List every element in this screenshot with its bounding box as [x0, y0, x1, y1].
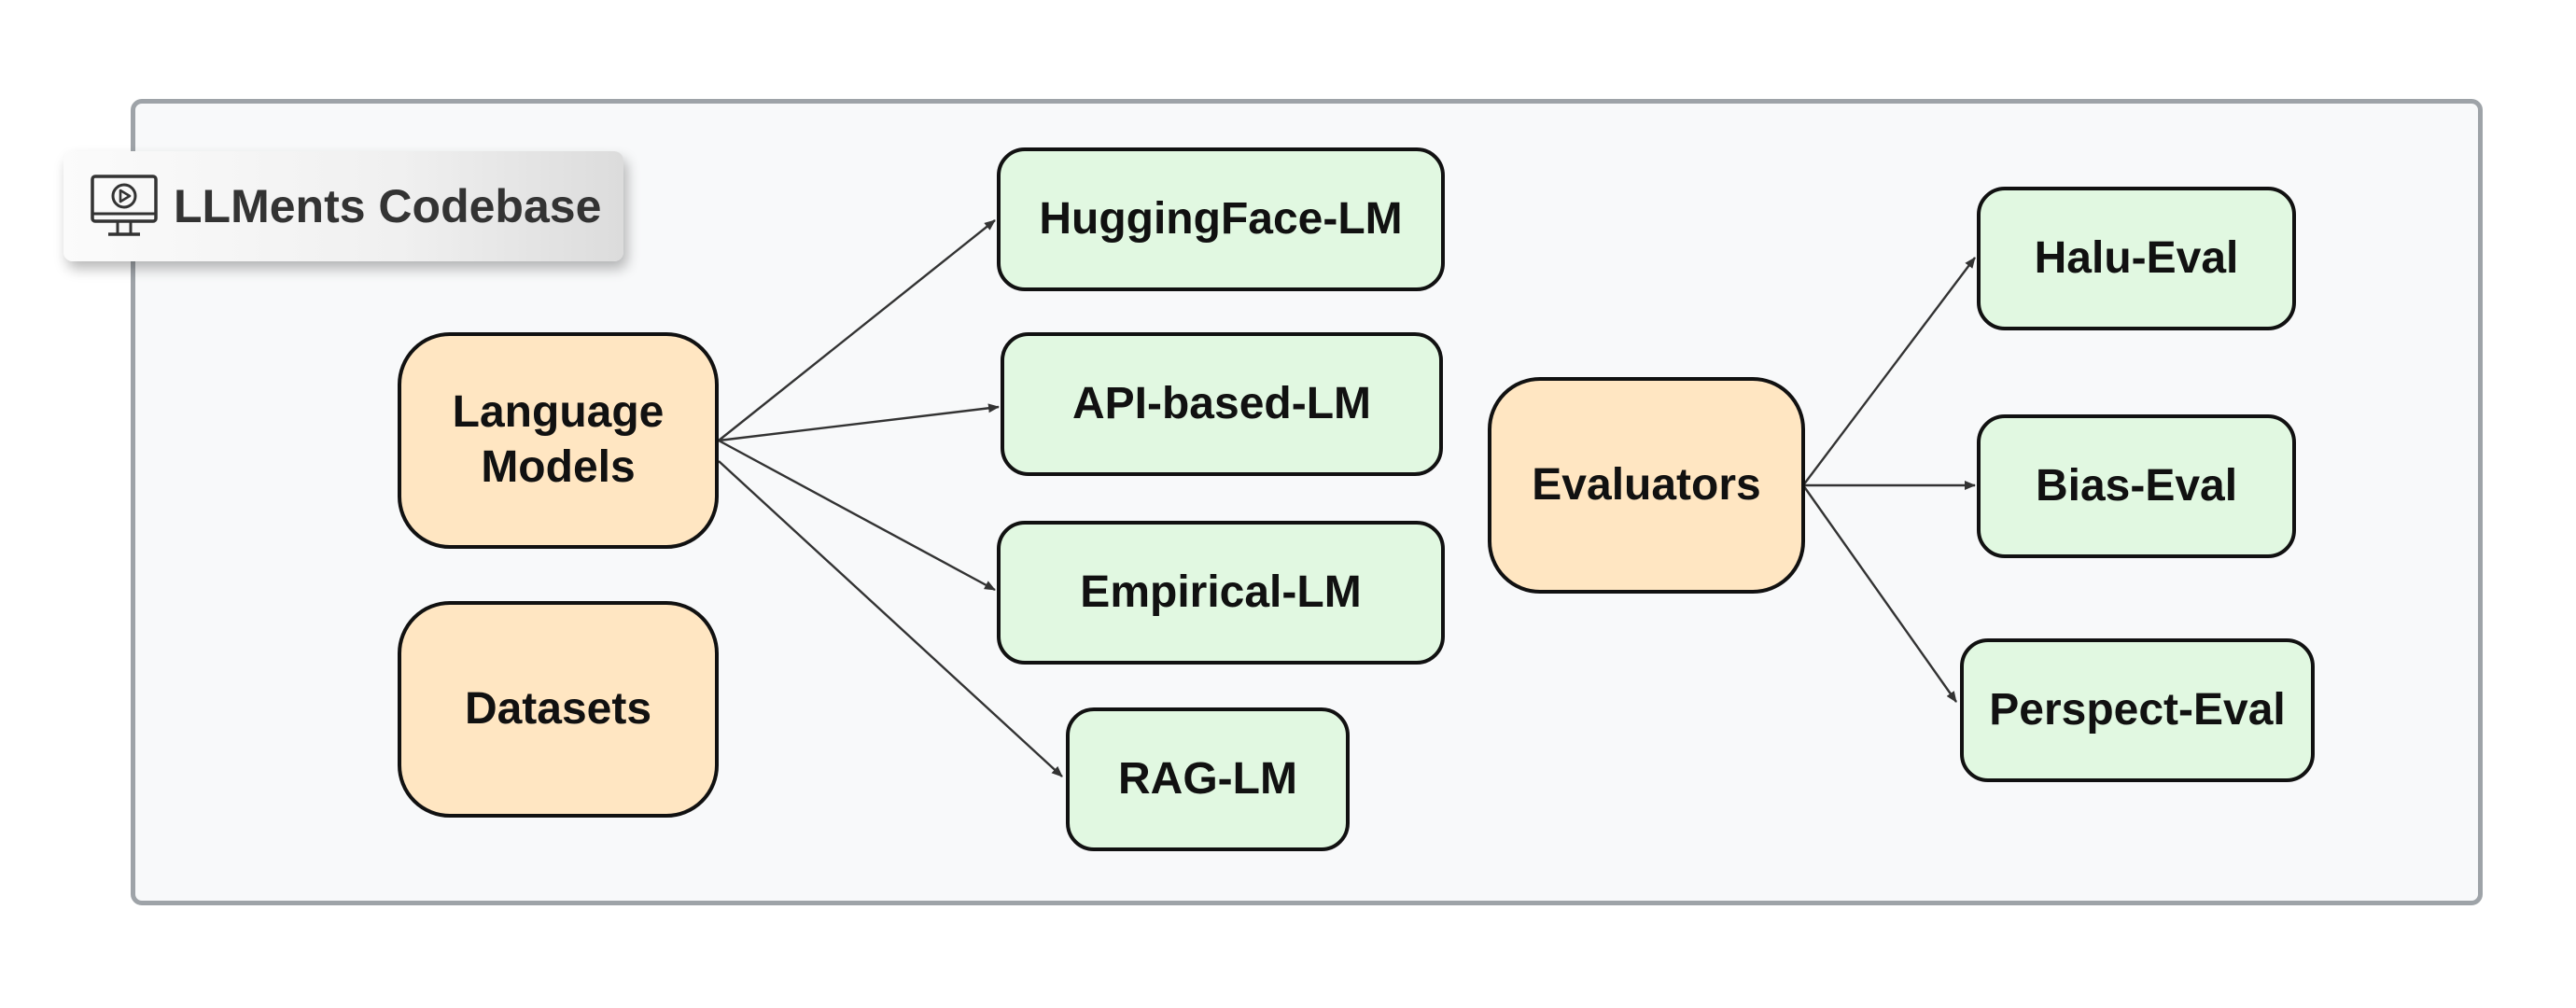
edge-eval-perspect	[1802, 484, 1957, 703]
codebase-title: LLMents Codebase	[174, 180, 602, 232]
node-perspect-eval: Perspect-Eval	[1960, 638, 2315, 782]
edge-lm-rag	[718, 460, 1063, 777]
monitor-play-icon	[91, 175, 158, 236]
edge-lm-api	[718, 403, 1000, 442]
node-huggingface-lm: HuggingFace-LM	[997, 147, 1445, 291]
node-datasets: Datasets	[398, 601, 719, 818]
node-rag-lm: RAG-LM	[1066, 707, 1350, 851]
node-bias-eval: Bias-Eval	[1977, 414, 2296, 558]
node-halu-eval: Halu-Eval	[1977, 187, 2296, 330]
node-evaluators: Evaluators	[1488, 377, 1805, 594]
codebase-title-badge: LLMents Codebase	[63, 151, 623, 261]
node-api-based-lm: API-based-LM	[1001, 332, 1443, 476]
edge-lm-empirical	[718, 439, 996, 592]
edge-eval-halu	[1802, 257, 1976, 486]
edge-lm-huggingface	[718, 219, 996, 441]
node-language-models: Language Models	[398, 332, 719, 549]
node-empirical-lm: Empirical-LM	[997, 521, 1445, 665]
